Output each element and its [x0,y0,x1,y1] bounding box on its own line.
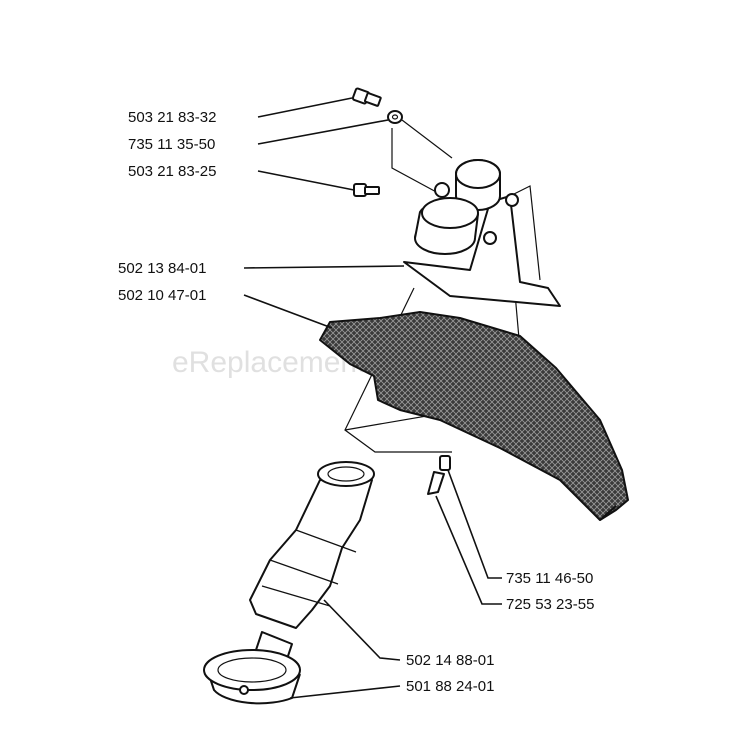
part-label-p6: 735 11 46-50 [506,570,593,587]
leader-p7 [435,495,502,605]
clamp-bracket [403,159,561,307]
bolt-top [351,87,382,107]
part-label-p7: 725 53 23-55 [506,596,594,613]
leader-p2 [257,119,389,145]
leader-p3 [257,170,355,191]
part-label-p1: 503 21 83-32 [128,109,216,126]
washer [387,110,403,124]
leader-p6 [447,469,502,579]
screw-mid [353,183,380,197]
bolt-lower [427,455,451,495]
leader-p9 [289,685,401,699]
leader-p1 [257,97,353,118]
part-label-p9: 501 88 24-01 [406,678,494,695]
leader-lines [243,97,502,699]
leader-p4 [243,265,405,269]
grass-guard-shield [319,311,629,521]
leader-p8 [323,599,401,661]
part-labels: 503 21 83-32 735 11 35-50 503 21 83-25 5… [118,109,594,695]
part-label-p2: 735 11 35-50 [128,136,215,153]
drive-cup-disc [203,649,301,705]
leader-p5 [243,294,333,329]
part-label-p8: 502 14 88-01 [406,652,494,669]
part-label-p3: 503 21 83-25 [128,163,216,180]
part-label-p5: 502 10 47-01 [118,287,206,304]
part-label-p4: 502 13 84-01 [118,260,206,277]
